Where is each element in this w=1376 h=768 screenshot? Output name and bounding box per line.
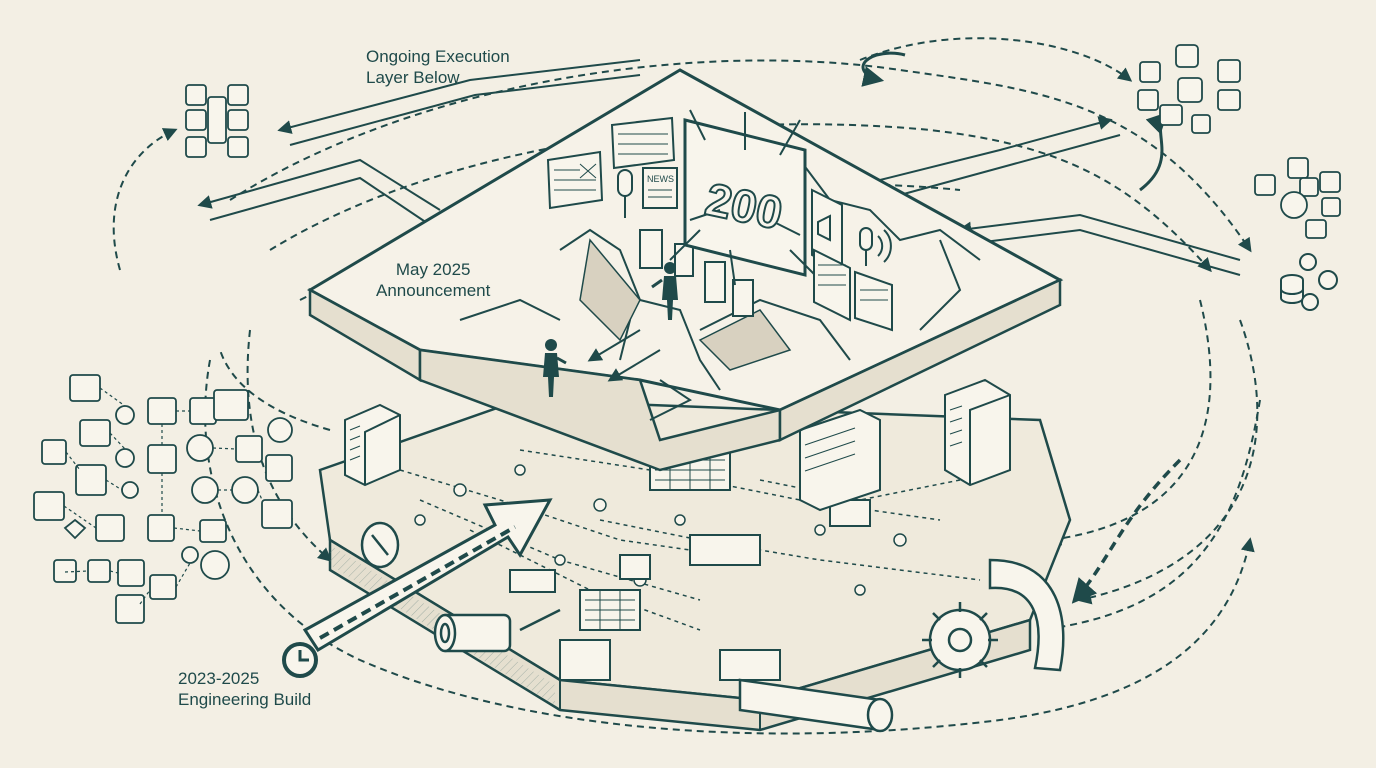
execution-layer-label-line-2: Layer Below xyxy=(366,68,460,87)
execution-layer-label: Ongoing Execution Layer Below xyxy=(366,46,510,88)
outer-flow-loops xyxy=(112,37,1261,735)
person-icon xyxy=(651,262,678,320)
left-cluster-links xyxy=(63,387,267,605)
engineering-arrow xyxy=(302,498,553,653)
channel-arrows xyxy=(197,59,1241,604)
megaphone-icon xyxy=(817,214,831,242)
billboard: 200 xyxy=(669,109,821,286)
engineering-build-label-line-2: Engineering Build xyxy=(178,690,312,709)
clock-icon xyxy=(282,642,318,678)
cycle-arrow-icon xyxy=(861,51,906,87)
engineering-build-label: 2023-2025 Engineering Build xyxy=(178,668,311,710)
document-panels xyxy=(546,116,893,332)
top-left-icon-grid xyxy=(185,84,249,158)
announcement-label: May 2025 Announcement xyxy=(376,259,490,301)
database-icon xyxy=(1280,253,1338,311)
machine-base xyxy=(318,378,1072,733)
person-icon xyxy=(543,339,567,397)
top-right-icon-cluster xyxy=(1137,44,1241,134)
announcement-label-line-1: May 2025 xyxy=(395,260,471,279)
news-sign-text: NEWS xyxy=(647,174,674,184)
news-card: NEWS xyxy=(642,167,678,209)
microphone-icon xyxy=(859,227,892,266)
gauge-icon xyxy=(360,521,400,569)
announcement-label-line-2: Announcement xyxy=(376,281,491,300)
cog-icon xyxy=(922,602,998,678)
execution-layer-label-line-1: Ongoing Execution xyxy=(366,47,510,66)
crack-arrows xyxy=(587,329,661,382)
podiums xyxy=(639,229,754,317)
engineering-build-label-line-1: 2023-2025 xyxy=(178,669,260,688)
right-icon-cluster xyxy=(1254,157,1341,239)
left-icon-cluster xyxy=(33,374,293,624)
microphone-icon xyxy=(617,169,633,218)
